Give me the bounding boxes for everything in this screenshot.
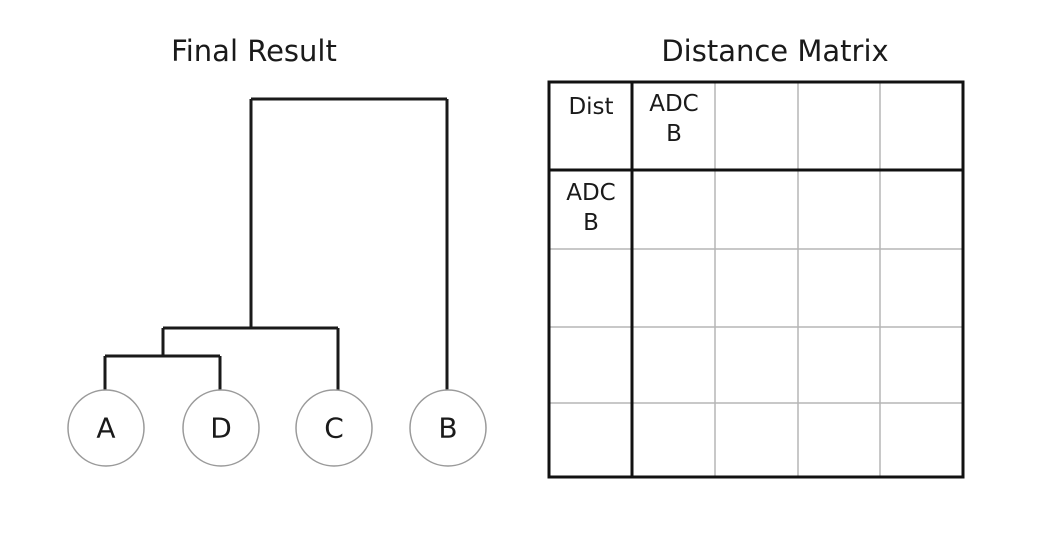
leaf-node-b: B	[409, 389, 487, 467]
leaf-circle	[295, 389, 373, 467]
matrix-title: Distance Matrix	[661, 34, 889, 68]
leaf-node-c: C	[295, 389, 373, 467]
leaf-circle	[182, 389, 260, 467]
leaf-circle	[409, 389, 487, 467]
matrix-corner-label: Dist	[568, 92, 613, 122]
corner-text: Dist	[568, 94, 614, 120]
leaf-label: A	[96, 412, 115, 445]
dendrogram-title: Final Result	[171, 34, 337, 68]
leaf-node-d: D	[182, 389, 260, 467]
leaf-label: B	[438, 412, 457, 445]
distance-matrix-grid	[547, 80, 965, 479]
dendrogram	[103, 97, 449, 390]
column-header-line-1: ADC	[649, 91, 699, 117]
row-header-line-2: B	[583, 210, 599, 236]
matrix-column-header: ADC B	[649, 89, 699, 149]
leaf-node-a: A	[67, 389, 145, 467]
leaf-circle	[67, 389, 145, 467]
column-header-line-2: B	[666, 121, 682, 147]
matrix-row-header: ADC B	[566, 178, 616, 238]
grid-border	[547, 80, 965, 479]
leaf-label: C	[324, 412, 344, 445]
leaf-label: D	[210, 412, 232, 445]
row-header-line-1: ADC	[566, 180, 616, 206]
